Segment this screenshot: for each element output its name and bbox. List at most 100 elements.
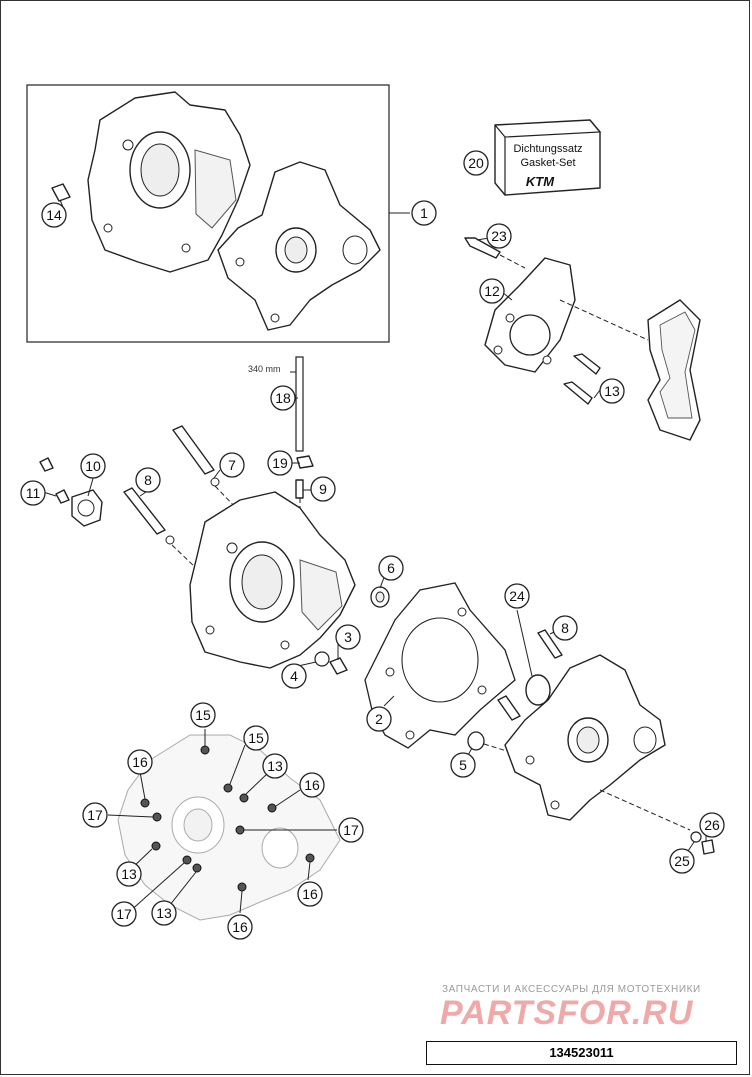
svg-text:6: 6 [387,560,395,576]
callout-12: 12 [479,278,505,304]
svg-text:8: 8 [561,620,569,636]
callout-4: 4 [281,663,307,689]
callout-17-a: 17 [82,802,108,828]
callout-23: 23 [486,223,512,249]
callout-6: 6 [378,555,404,581]
svg-text:15: 15 [248,730,264,746]
callout-1: 1 [411,200,437,226]
svg-text:16: 16 [304,777,320,793]
svg-text:17: 17 [343,822,359,838]
callout-13-b: 13 [262,753,288,779]
gasket-2 [364,582,516,749]
svg-text:13: 13 [604,383,620,399]
callout-2: 2 [366,706,392,732]
callout-13-d: 13 [151,900,177,926]
screws-11 [39,457,70,504]
svg-text:17: 17 [87,807,103,823]
svg-text:18: 18 [275,390,291,406]
plug-3 [329,657,348,675]
svg-text:16: 16 [232,919,248,935]
watermark-tagline: ЗАПЧАСТИ И АКСЕССУАРЫ ДЛЯ МОТОТЕХНИКИ [442,984,701,995]
callout-20: 20 [463,150,489,176]
svg-text:16: 16 [302,886,318,902]
svg-text:25: 25 [674,853,690,869]
pin-8-right [537,629,563,659]
callout-14: 14 [41,202,67,228]
svg-text:8: 8 [144,472,152,488]
svg-text:15: 15 [195,707,211,723]
svg-text:1: 1 [420,205,428,221]
svg-text:13: 13 [156,905,172,921]
callout-16-b: 16 [299,772,325,798]
svg-text:17: 17 [116,906,132,922]
svg-text:7: 7 [228,457,236,473]
callout-15-a: 15 [190,702,216,728]
callout-24: 24 [504,583,530,609]
svg-text:23: 23 [491,228,507,244]
pin-7 [172,425,220,487]
plate-10 [71,489,103,527]
svg-text:2: 2 [375,711,383,727]
svg-text:24: 24 [509,588,525,604]
callout-16-a: 16 [127,749,153,775]
gasket-box-label-line1: Dichtungssatz [513,143,582,155]
callout-3: 3 [335,624,361,650]
gasket-box-label-line2: Gasket-Set [520,157,575,169]
svg-text:16: 16 [132,754,148,770]
svg-text:20: 20 [468,155,484,171]
diagram-number-box: 134523011 [426,1041,737,1065]
svg-text:13: 13 [121,866,137,882]
svg-text:13: 13 [267,758,283,774]
dowel-pin-14 [51,183,71,202]
callout-19: 19 [267,450,293,476]
watermark-logo: PARTSFOR.RU [440,994,694,1032]
callout-16-d: 16 [227,914,253,940]
svg-text:4: 4 [290,668,298,684]
rod-length-label: 340 mm [248,364,281,374]
svg-text:11: 11 [26,485,41,501]
callout-8-left: 8 [135,467,161,493]
svg-text:9: 9 [319,481,327,497]
circlip-24 [525,674,551,706]
callout-11: 11 [20,480,46,506]
callout-17-b: 17 [338,817,364,843]
svg-text:10: 10 [85,458,101,474]
crankcase-hole-map [117,734,341,921]
callout-7: 7 [219,452,245,478]
callout-25: 25 [669,848,695,874]
screws-13-upper [563,353,601,405]
left-crankcase-half-main [189,491,356,669]
svg-text:3: 3 [344,629,352,645]
screw-26 [701,839,715,855]
clip-19 [296,455,314,469]
left-crankcase-half-top [87,91,251,273]
screw-23 [464,237,501,259]
bearing-5 [467,731,485,751]
right-crankcase-half-main [504,654,666,821]
svg-text:26: 26 [704,817,720,833]
ktm-logo: KTM [526,174,555,189]
svg-text:5: 5 [459,757,467,773]
callout-15-b: 15 [243,725,269,751]
callout-16-c: 16 [297,881,323,907]
washer-25 [690,831,702,843]
frame-section [647,299,701,441]
svg-text:14: 14 [46,207,62,223]
callout-8-right: 8 [552,615,578,641]
cover-part-12 [484,257,576,373]
rod-18: 340 mm [248,356,304,452]
gasket-set-box: Dichtungssatz Gasket-Set KTM [494,119,602,196]
callout-10: 10 [80,453,106,479]
callout-5: 5 [450,752,476,778]
callout-18: 18 [270,385,296,411]
callout-13-a: 13 [599,378,625,404]
pin-right-small [497,695,521,721]
pin-8-left [123,487,175,545]
callout-26: 26 [699,812,725,838]
callout-9: 9 [310,476,336,502]
callout-13-c: 13 [116,861,142,887]
callout-17-c: 17 [111,901,137,927]
right-crankcase-half-top [217,161,381,331]
